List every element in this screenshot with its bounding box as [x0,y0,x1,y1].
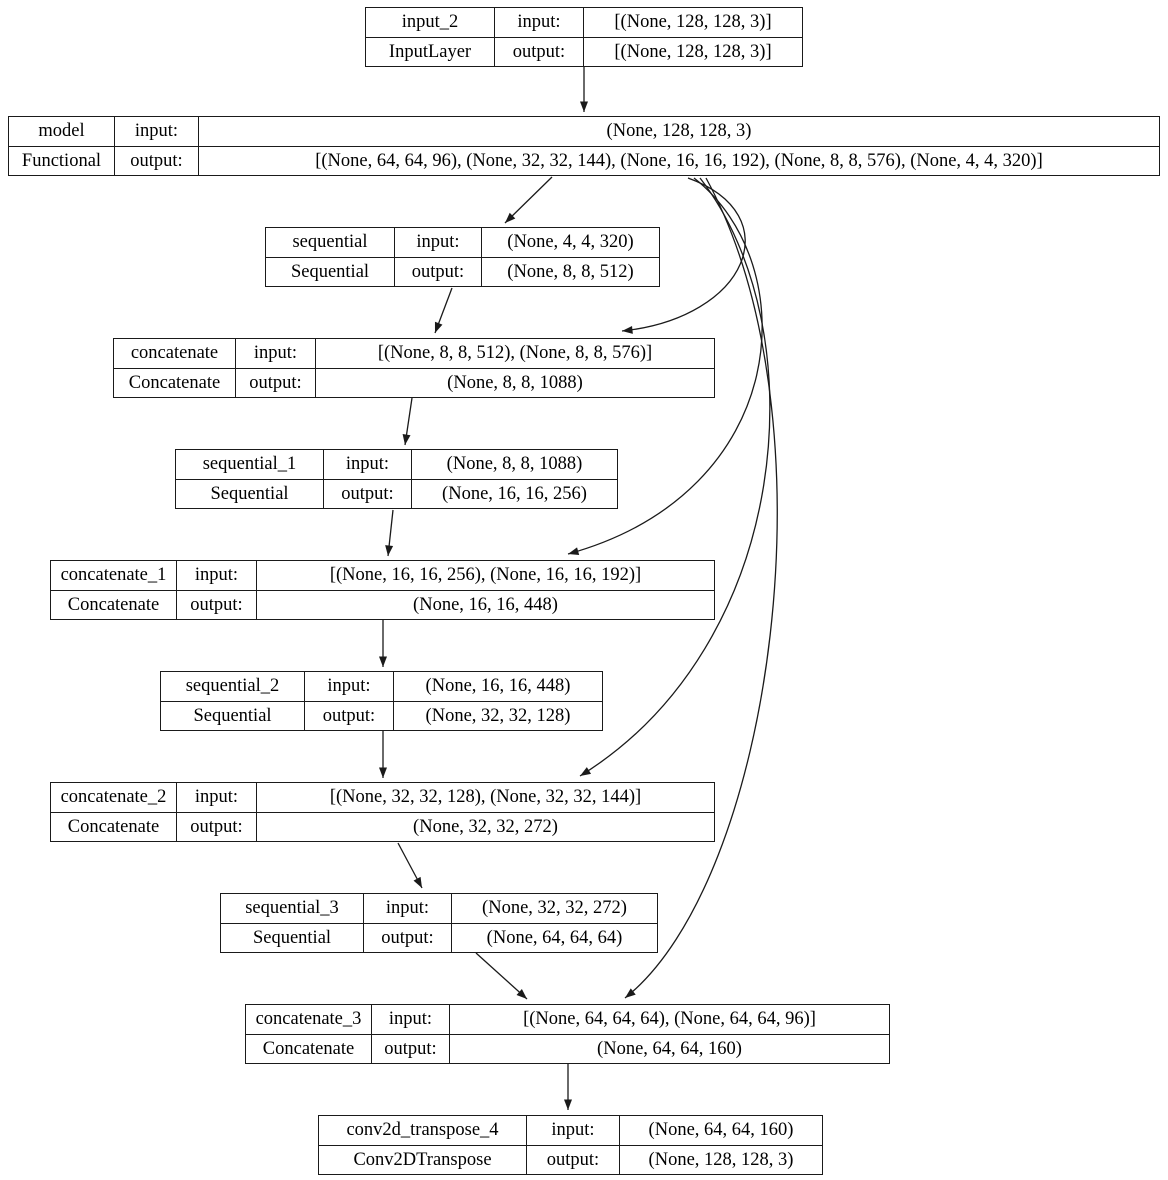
output-label: output: [304,701,393,730]
edge-model-to-concatenate_2 [579,177,771,777]
output-label: output: [176,812,256,841]
node-concatenate_2: concatenate_2 input: [(None, 32, 32, 128… [50,782,715,842]
edge-model-to-sequential [504,176,553,224]
output-shape: (None, 16, 16, 256) [411,479,617,508]
layer-name: input_2 [401,12,459,33]
output-label: output: [114,146,198,175]
output-label: output: [494,37,583,66]
input-shape: (None, 64, 64, 160) [619,1116,822,1145]
layer-type: Conv2DTranspose [319,1145,526,1174]
output-label: output: [363,923,451,952]
input-label: input: [176,561,256,590]
input-label: input: [371,1005,449,1034]
input-label: input: [176,783,256,812]
output-shape: (None, 8, 8, 1088) [315,368,714,397]
output-label: output: [176,590,256,619]
edge-sequential_1-to-concatenate_1 [385,509,394,557]
layer-type: Sequential [266,257,394,286]
output-label: output: [394,257,481,286]
layer-name: sequential_2 [185,676,280,697]
layer-name: concatenate_2 [60,787,167,808]
input-label: input: [394,228,481,257]
layer-type: Concatenate [246,1034,371,1063]
input-label: input: [494,8,583,37]
input-shape: (None, 128, 128, 3) [198,117,1159,146]
input-label: input: [323,450,411,479]
node-sequential_1: sequential_1 input: (None, 8, 8, 1088) S… [175,449,618,509]
layer-type: Sequential [176,479,323,508]
node-sequential_3: sequential_3 input: (None, 32, 32, 272) … [220,893,658,953]
output-shape: [(None, 64, 64, 96), (None, 32, 32, 144)… [198,146,1159,175]
node-concatenate: concatenate input: [(None, 8, 8, 512), (… [113,338,715,398]
node-sequential: sequential input: (None, 4, 4, 320) Sequ… [265,227,660,287]
layer-name: concatenate_1 [60,565,167,586]
layer-type: Sequential [161,701,304,730]
node-concatenate_1: concatenate_1 input: [(None, 16, 16, 256… [50,560,715,620]
layer-name: sequential_1 [202,454,297,475]
input-shape: (None, 8, 8, 1088) [411,450,617,479]
output-shape: (None, 64, 64, 160) [449,1034,889,1063]
input-shape: [(None, 16, 16, 256), (None, 16, 16, 192… [256,561,714,590]
output-shape: [(None, 128, 128, 3)] [583,37,802,66]
input-shape: [(None, 64, 64, 64), (None, 64, 64, 96)] [449,1005,889,1034]
output-shape: (None, 8, 8, 512) [481,257,659,286]
input-label: input: [304,672,393,701]
layer-name: sequential_3 [245,898,339,919]
output-label: output: [235,368,315,397]
layer-name: model [38,121,85,142]
layer-name: concatenate_3 [255,1009,362,1030]
layer-name: concatenate [130,343,219,364]
output-label: output: [371,1034,449,1063]
output-shape: (None, 32, 32, 272) [256,812,714,841]
edge-sequential_3-to-concatenate_3 [475,952,528,1000]
edge-concatenate-to-sequential_1 [402,397,413,446]
layer-name: conv2d_transpose_4 [346,1120,499,1141]
input-label: input: [526,1116,619,1145]
layer-type: Concatenate [114,368,235,397]
input-shape: (None, 32, 32, 272) [451,894,657,923]
output-label: output: [323,479,411,508]
node-model: model input: (None, 128, 128, 3) Functio… [8,116,1160,176]
layer-name: sequential [292,232,368,253]
output-label: output: [526,1145,619,1174]
input-shape: (None, 4, 4, 320) [481,228,659,257]
node-sequential_2: sequential_2 input: (None, 16, 16, 448) … [160,671,603,731]
input-shape: [(None, 32, 32, 128), (None, 32, 32, 144… [256,783,714,812]
node-concatenate_3: concatenate_3 input: [(None, 64, 64, 64)… [245,1004,890,1064]
edge-model-to-concatenate_1 [567,177,763,556]
input-shape: [(None, 128, 128, 3)] [583,8,802,37]
layer-type: Concatenate [51,590,176,619]
input-label: input: [114,117,198,146]
layer-type: InputLayer [366,37,494,66]
output-shape: (None, 16, 16, 448) [256,590,714,619]
input-label: input: [235,339,315,368]
edge-sequential-to-concatenate [434,287,453,334]
input-shape: (None, 16, 16, 448) [393,672,602,701]
node-input_2: input_2 input: [(None, 128, 128, 3)] Inp… [365,7,803,67]
node-conv2d_transpose_4: conv2d_transpose_4 input: (None, 64, 64,… [318,1115,823,1175]
input-shape: [(None, 8, 8, 512), (None, 8, 8, 576)] [315,339,714,368]
output-shape: (None, 64, 64, 64) [451,923,657,952]
layer-type: Functional [9,146,114,175]
output-shape: (None, 32, 32, 128) [393,701,602,730]
edge-model-to-concatenate_3 [624,177,778,999]
output-shape: (None, 128, 128, 3) [619,1145,822,1174]
edge-model-to-concatenate [621,177,746,334]
layer-type: Concatenate [51,812,176,841]
layer-type: Sequential [221,923,363,952]
edge-concatenate_2-to-sequential_3 [397,842,423,889]
input-label: input: [363,894,451,923]
